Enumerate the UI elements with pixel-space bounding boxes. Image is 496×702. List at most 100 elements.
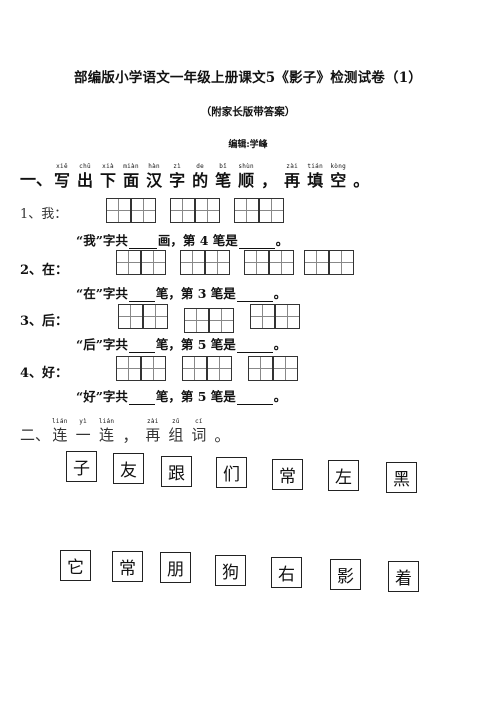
writing-grid[interactable] [131,198,156,223]
pinyin: zì [173,163,182,170]
question1-post: 。 [275,233,289,248]
writing-grid[interactable] [170,198,195,223]
question4-pre: “好”字共 [76,389,128,404]
char-card-top-4[interactable]: 们 [216,457,247,488]
hanzi: 面 [123,171,140,190]
question2-pre: “在”字共 [76,286,128,301]
writing-grid[interactable] [234,198,259,223]
writing-grid[interactable] [118,304,143,329]
answer-blank[interactable] [128,287,155,302]
answer-blank[interactable] [128,234,157,249]
writing-grid[interactable] [116,250,141,275]
writing-grid[interactable] [248,356,273,381]
answer-blank[interactable] [128,338,155,353]
pinyin: kòng [330,163,347,170]
char-card-bottom-2[interactable]: 常 [112,551,143,582]
answer-blank[interactable] [236,338,273,353]
writing-grid[interactable] [106,198,131,223]
hanzi: 连 [99,426,115,444]
pinyin: shùn [238,163,254,170]
answer-blank[interactable] [236,390,273,405]
writing-grid[interactable] [141,356,166,381]
char-card-top-3[interactable]: 跟 [161,456,192,487]
writing-grid[interactable] [184,308,209,333]
writing-grid[interactable] [180,250,205,275]
char-card-bottom-3[interactable]: 朋 [160,552,191,583]
answer-blank[interactable] [238,234,275,249]
answer-blank[interactable] [236,287,273,302]
writing-grid[interactable] [275,304,300,329]
writing-grid[interactable] [182,356,207,381]
section2-number: 二、 [20,426,51,444]
pinyin: xià [102,163,114,170]
writing-grid[interactable] [116,356,141,381]
char-card-bottom-4[interactable]: 狗 [215,555,246,586]
hanzi: 填 [307,171,324,190]
question4-mid: 笔，第 5 笔是 [155,389,236,404]
writing-grid[interactable] [250,304,275,329]
writing-grid[interactable] [205,250,230,275]
writing-grid[interactable] [207,356,232,381]
question4-grids [116,356,298,381]
pinyin: zài [286,163,299,170]
char-card-top-6[interactable]: 左 [328,460,359,491]
hanzi: 的 [192,171,209,190]
heading-punctuation: 。 [353,171,370,190]
char-card-top-5[interactable]: 常 [272,459,303,490]
writing-grid[interactable] [244,250,269,275]
writing-grid[interactable] [329,250,354,275]
char-card-bottom-1[interactable]: 它 [60,550,91,581]
pinyin: zǔ [171,418,180,425]
hanzi: 再 [145,426,161,444]
writing-grid[interactable] [273,356,298,381]
pinyin: zài [146,418,159,425]
writing-grid[interactable] [141,250,166,275]
writing-grid[interactable] [259,198,284,223]
pinyin: cí [194,418,203,425]
question2-post: 。 [273,286,287,301]
answer-blank[interactable] [128,390,155,405]
hanzi: 空 [330,171,347,190]
hanzi: 写 [54,171,71,190]
question1-grids [106,198,284,223]
writing-grid[interactable] [209,308,234,333]
question1-mid: 画，第 4 笔是 [157,233,238,248]
question3-post: 。 [273,337,287,352]
char-card-top-7[interactable]: 黑 [386,462,417,493]
hanzi: 再 [284,171,301,190]
writing-grid[interactable] [269,250,294,275]
char-card-bottom-5[interactable]: 右 [271,557,302,588]
question1-label: 1、我： [20,207,68,222]
heading-punctuation: ， [261,171,278,190]
hanzi: 出 [77,171,94,190]
writing-grid[interactable] [143,304,168,329]
page-title: 部编版小学语文一年级上册课文5《影子》检测试卷（1） [74,70,422,86]
writing-grid[interactable] [304,250,329,275]
char-card-top-1[interactable]: 子 [66,451,97,482]
char-card-bottom-6[interactable]: 影 [330,559,361,590]
heading-punctuation: ， [122,426,139,445]
writing-grid[interactable] [195,198,220,223]
hanzi: 词 [191,426,207,444]
hanzi: 汉 [146,171,163,190]
char-card-bottom-7[interactable]: 着 [388,561,419,592]
char-card-top-2[interactable]: 友 [113,453,144,484]
question4-post: 。 [273,389,287,404]
pinyin: miàn [123,163,139,170]
pinyin: chū [79,163,91,170]
